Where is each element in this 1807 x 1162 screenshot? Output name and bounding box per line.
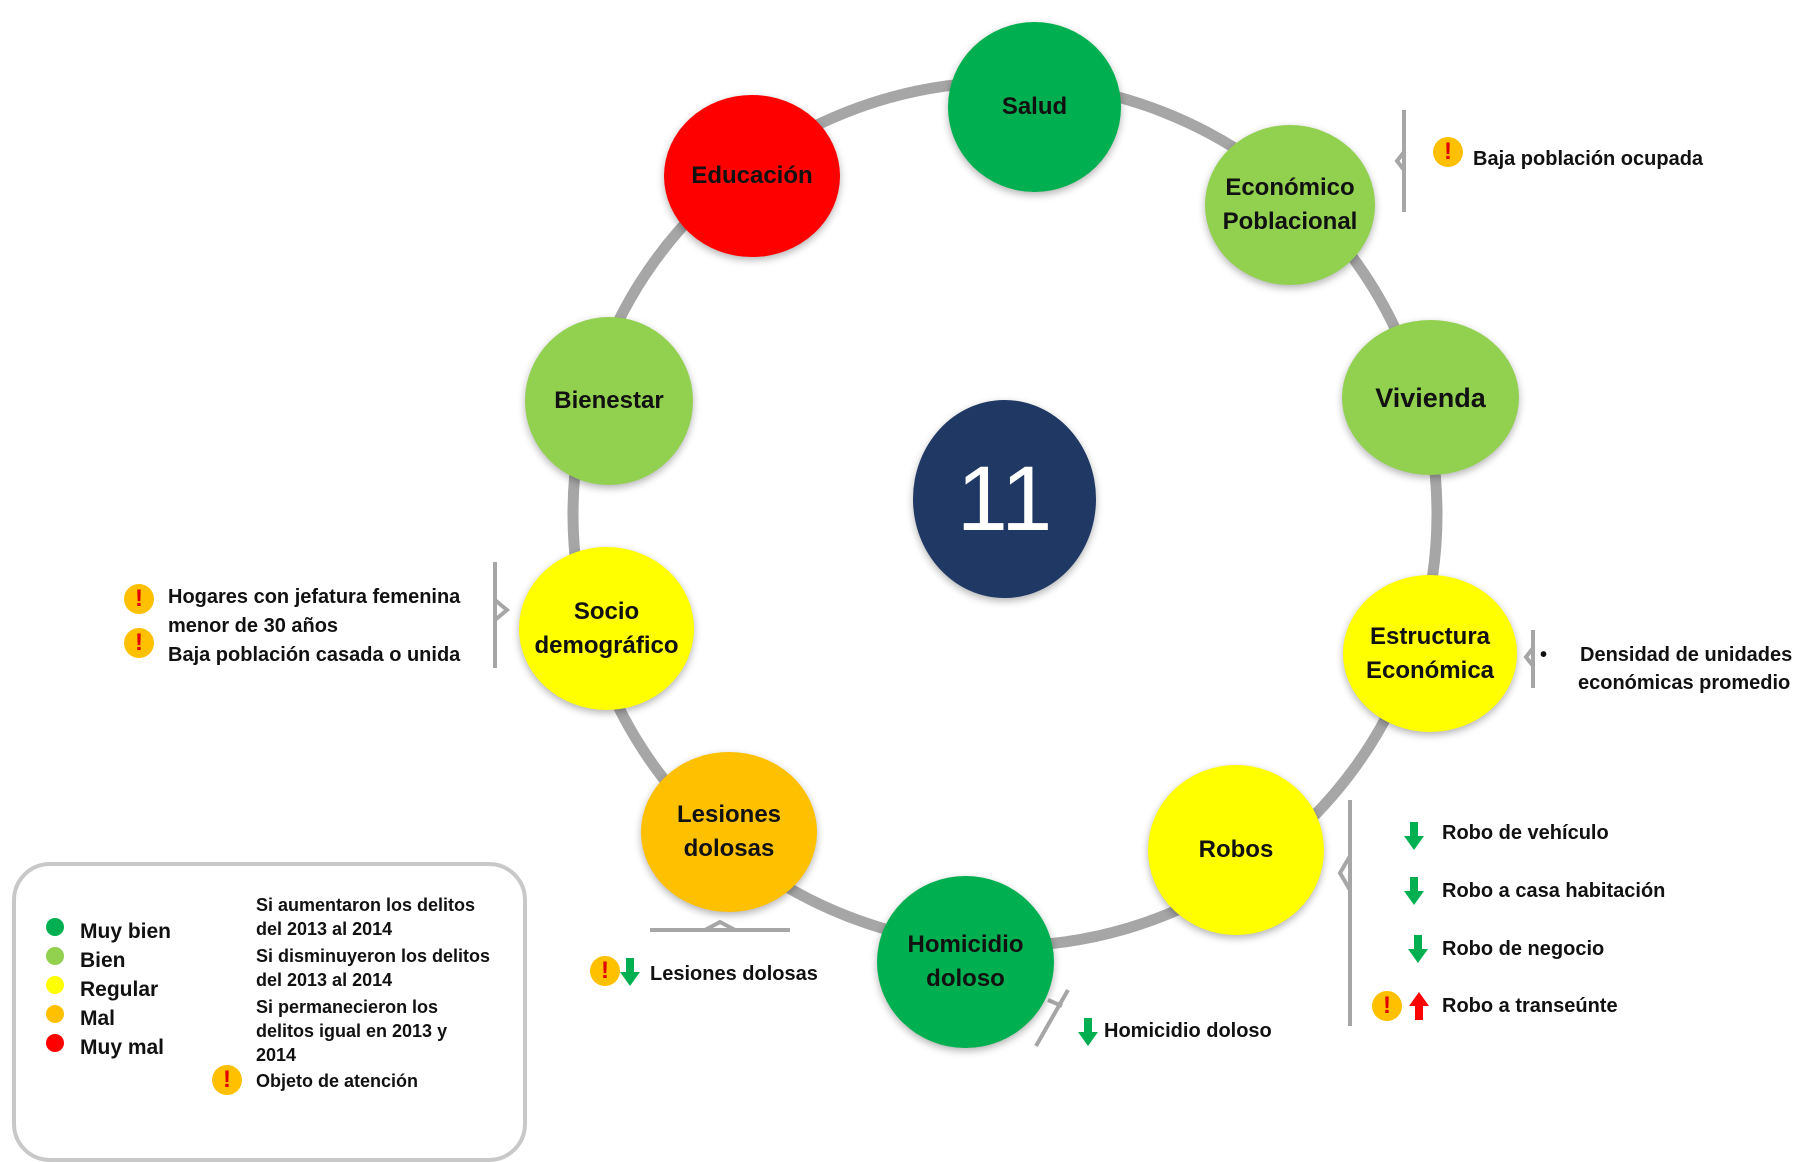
estructura-bracket	[1523, 630, 1535, 688]
warning-icon: !	[212, 1065, 242, 1095]
economico-bracket	[1394, 110, 1406, 212]
note-robo-negocio: Robo de negocio	[1442, 938, 1605, 960]
note-robo-transeunte: Robo a transeúnte	[1442, 995, 1618, 1017]
arrow-down-icon	[620, 958, 640, 986]
arrow-down-icon	[1404, 877, 1424, 905]
note-socio-line3: Baja población casada o unida	[168, 644, 461, 666]
note-homicidio: Homicidio doloso	[1104, 1020, 1272, 1042]
legend-label-muy-mal: Muy mal	[80, 1036, 165, 1059]
legend-dot-regular	[46, 976, 64, 994]
legend-up-line2: del 2013 al 2014	[256, 919, 393, 939]
legend-dot-mal	[46, 1005, 64, 1023]
bullet-icon: •	[1540, 644, 1548, 666]
legend-dot-bien	[46, 947, 64, 965]
legend-equal-line3: 2014	[256, 1045, 297, 1065]
note-estructura-line2: económicas promedio	[1578, 672, 1791, 694]
note-robo-vehiculo: Robo de vehículo	[1442, 822, 1609, 844]
note-lesiones: Lesiones dolosas	[650, 963, 818, 985]
arrow-down-icon	[1078, 1018, 1098, 1046]
legend-down-line1: Si disminuyeron los delitos	[256, 946, 491, 966]
arrow-down-icon	[1404, 822, 1424, 850]
legend-dot-muy-mal	[46, 1034, 64, 1052]
lesiones-bracket	[650, 919, 790, 932]
note-socio-line2: menor de 30 años	[168, 615, 339, 637]
socio-bracket	[493, 562, 511, 668]
note-robo-casa: Robo a casa habitación	[1442, 880, 1666, 902]
legend-equal-line2: delitos igual en 2013 y	[256, 1021, 448, 1041]
robos-bracket	[1337, 800, 1352, 1026]
node-vivienda: Vivienda	[1342, 320, 1519, 475]
legend-box	[12, 862, 527, 1162]
warning-icon: !	[124, 584, 154, 614]
legend-dot-muy-bien	[46, 918, 64, 936]
center-number: 11	[913, 400, 1096, 598]
node-bienestar: Bienestar	[525, 317, 693, 485]
warning-icon: !	[1372, 991, 1402, 1021]
node-robos: Robos	[1148, 765, 1324, 935]
warning-icon: !	[1433, 137, 1463, 167]
legend-label-mal: Mal	[80, 1007, 116, 1030]
legend-down-line2: del 2013 al 2014	[256, 970, 393, 990]
legend-up-line1: Si aumentaron los delitos	[256, 895, 476, 915]
legend-equal-line1: Si permanecieron los	[256, 997, 439, 1017]
legend-attention: Objeto de atención	[256, 1071, 419, 1091]
arrow-down-icon	[1408, 935, 1428, 963]
node-educacion: Educación	[664, 95, 840, 257]
node-salud: Salud	[948, 22, 1121, 192]
note-estructura-line1: Densidad de unidades	[1580, 644, 1793, 666]
arrow-up-icon	[1409, 992, 1429, 1020]
legend-label-bien: Bien	[80, 949, 126, 972]
note-economico: Baja población ocupada	[1473, 148, 1704, 170]
note-socio-line1: Hogares con jefatura femenina	[168, 586, 461, 608]
warning-icon: !	[124, 628, 154, 658]
warning-icon: !	[590, 956, 620, 986]
legend-label-regular: Regular	[80, 978, 159, 1001]
homicidio-bracket	[1034, 989, 1070, 1047]
legend-label-muy-bien: Muy bien	[80, 920, 172, 943]
